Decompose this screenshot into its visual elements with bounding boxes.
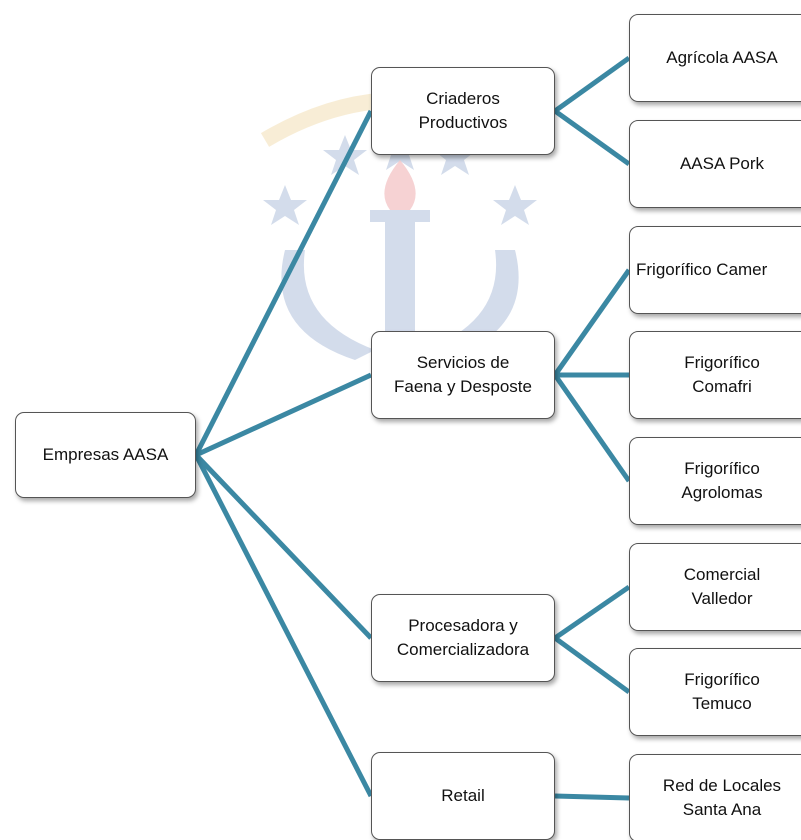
node-frigorifico-agrolomas: Frigorífico Agrolomas xyxy=(629,437,801,525)
node-criaderos-productivos: Criaderos Productivos xyxy=(371,67,555,155)
node-comercial-valledor: Comercial Valledor xyxy=(629,543,801,631)
node-servicios-faena-desposte: Servicios de Faena y Desposte xyxy=(371,331,555,419)
node-red-locales-santa-ana: Red de Locales Santa Ana xyxy=(629,754,801,840)
node-aasa-pork: AASA Pork xyxy=(629,120,801,208)
connector-group-3-child-7 xyxy=(554,793,630,801)
connector-root-group-3 xyxy=(193,453,374,798)
node-retail: Retail xyxy=(371,752,555,840)
connector-root-group-1 xyxy=(194,372,373,458)
connector-group-0-child-0 xyxy=(553,55,631,114)
node-frigorifico-temuco: Frigorífico Temuco xyxy=(629,648,801,736)
connector-group-1-child-2 xyxy=(552,268,632,377)
node-frigorifico-comafri: Frigorífico Comafri xyxy=(629,331,801,419)
connector-root-group-0 xyxy=(193,109,374,457)
node-procesadora-comercializadora: Procesadora y Comercializadora xyxy=(371,594,555,682)
connector-root-group-2 xyxy=(194,453,373,640)
node-frigorifico-camer: Frigorífico Camer xyxy=(629,226,801,314)
connector-group-2-child-6 xyxy=(553,635,631,695)
node-empresas-aasa: Empresas AASA xyxy=(15,412,196,498)
node-agricola-aasa: Agrícola AASA xyxy=(629,14,801,102)
connector-group-1-child-4 xyxy=(552,373,632,483)
connector-group-2-child-5 xyxy=(553,584,631,641)
connector-group-0-child-1 xyxy=(553,108,631,167)
